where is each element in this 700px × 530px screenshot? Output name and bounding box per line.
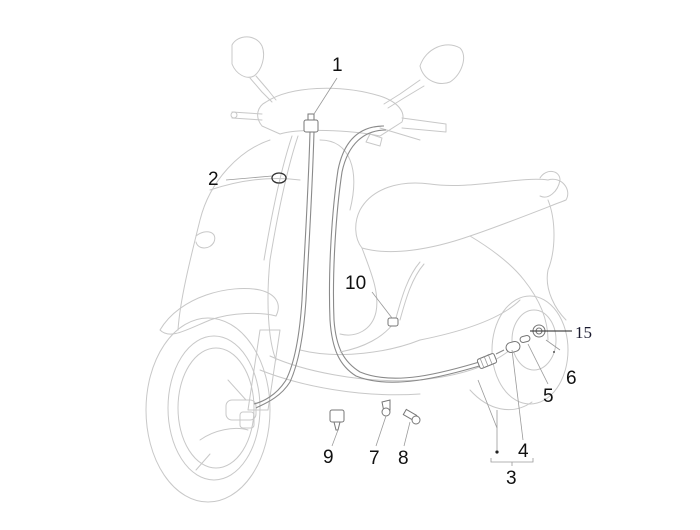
seat <box>355 171 569 253</box>
part-3-adjuster <box>476 349 505 369</box>
callout-7: 7 <box>369 448 380 469</box>
part-4-sleeve <box>505 340 521 354</box>
callout-15: 15 <box>575 323 592 342</box>
callout-2: 2 <box>208 169 219 190</box>
front-fender <box>159 288 279 335</box>
callout-9: 9 <box>323 447 334 468</box>
cable-front <box>253 131 315 409</box>
cable-rear <box>328 125 487 383</box>
part-7-bracket <box>381 399 391 417</box>
callout-6: 6 <box>566 368 577 389</box>
part-1-switch <box>303 113 319 133</box>
handlebar <box>230 87 447 147</box>
right-mirror <box>383 44 465 109</box>
rear-wheel <box>469 295 569 411</box>
cable-left-thin <box>263 135 299 361</box>
callout-8: 8 <box>398 448 409 469</box>
part-9-clamp <box>329 409 345 431</box>
part-5-pin <box>519 334 531 344</box>
front-shield <box>177 139 355 331</box>
callout-10: 10 <box>345 273 367 294</box>
leader-lines <box>225 77 572 466</box>
front-wheel <box>145 317 271 503</box>
part-2-grommet <box>271 172 287 184</box>
callout-5: 5 <box>543 386 554 407</box>
part-8-bolt <box>402 408 421 425</box>
front-fork <box>225 329 281 429</box>
callout-1: 1 <box>332 55 343 76</box>
callout-4: 4 <box>518 441 529 462</box>
left-mirror <box>231 36 277 103</box>
part-10-clip <box>387 317 399 327</box>
side-panel <box>299 199 567 356</box>
callout-3: 3 <box>506 468 517 489</box>
floorboard <box>259 349 511 396</box>
